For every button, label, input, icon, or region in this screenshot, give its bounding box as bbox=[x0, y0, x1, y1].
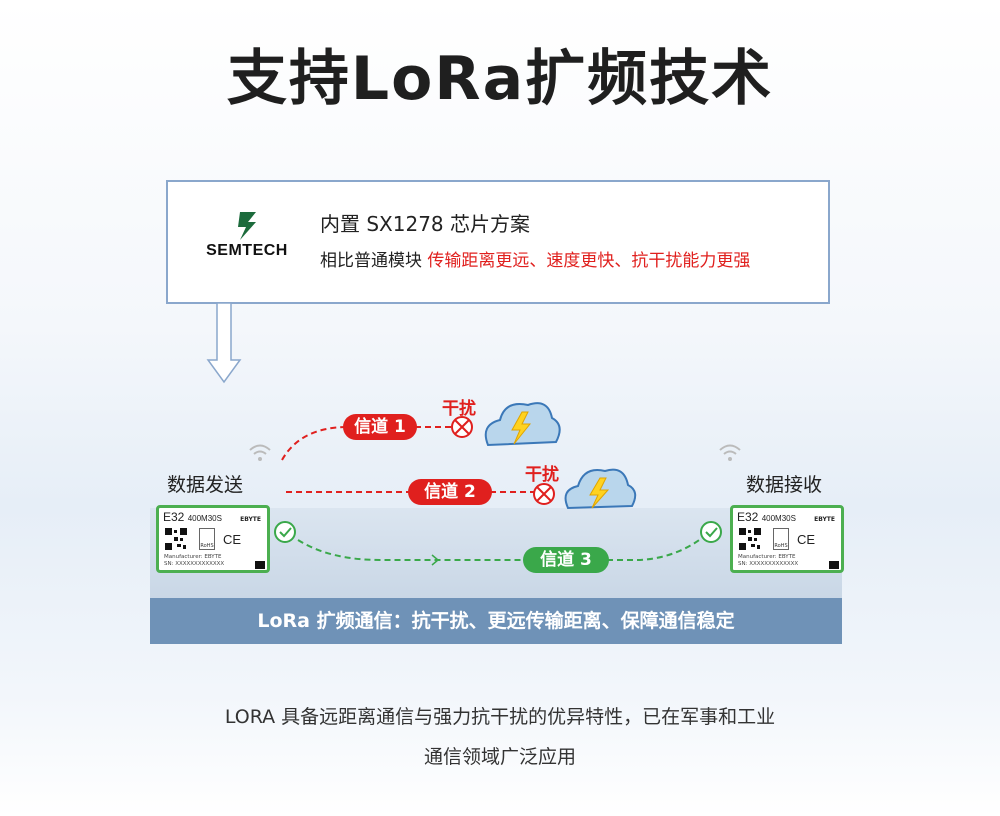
channel3-path bbox=[297, 539, 525, 561]
semtech-logo: SEMTECH bbox=[182, 210, 312, 270]
rohs-mark: RoHS bbox=[773, 528, 789, 550]
storm-cloud-icon-2 bbox=[564, 468, 637, 510]
antenna-pad bbox=[829, 561, 839, 569]
channel1-path bbox=[281, 426, 346, 461]
storm-cloud-icon-1 bbox=[484, 402, 561, 447]
module-model: E32 400M30S bbox=[737, 510, 796, 524]
interference-label-1: 干扰 bbox=[442, 399, 476, 419]
check-icon-right bbox=[700, 521, 722, 543]
sender-label: 数据发送 bbox=[167, 474, 244, 496]
lora-feature-band: LoRa 扩频通信：抗干扰、更远传输距离、保障通信稳定 bbox=[150, 598, 842, 644]
arrow-right-icon bbox=[431, 554, 440, 566]
module-manufacturer: Manufacturer: EBYTE bbox=[164, 554, 222, 560]
page-title: 支持LoRa扩频技术 bbox=[226, 44, 774, 114]
receiver-label: 数据接收 bbox=[746, 474, 823, 496]
footer-line1: LORA 具备远距离通信与强力抗干扰的优异特性，已在军事和工业 bbox=[224, 706, 776, 728]
module-brand: EBYTE bbox=[814, 516, 835, 523]
check-icon-left bbox=[274, 521, 296, 543]
blocked-icon-2 bbox=[533, 483, 555, 505]
down-arrow-icon bbox=[206, 302, 242, 384]
chip-info-box: SEMTECH 内置 SX1278 芯片方案 相比普通模块 传输距离更远、速度更… bbox=[166, 180, 830, 304]
module-sn: SN: XXXXXXXXXXXXX bbox=[738, 561, 799, 567]
chip-advantages: 相比普通模块 传输距离更远、速度更快、抗干扰能力更强 bbox=[320, 246, 750, 271]
interference-label-2: 干扰 bbox=[525, 465, 559, 485]
channel3-pill: 信道 3 bbox=[523, 547, 609, 573]
receiver-module: E32 400M30S EBYTE RoHS CE Manufacturer: … bbox=[730, 505, 844, 573]
ce-mark: CE bbox=[797, 532, 816, 547]
module-manufacturer: Manufacturer: EBYTE bbox=[738, 554, 796, 560]
channel3-path-tail bbox=[607, 537, 703, 561]
module-brand: EBYTE bbox=[240, 516, 261, 523]
antenna-pad bbox=[255, 561, 265, 569]
semtech-logo-icon bbox=[238, 212, 256, 240]
module-sn: SN: XXXXXXXXXXXXX bbox=[164, 561, 225, 567]
wifi-icon-left bbox=[249, 444, 271, 461]
qr-code-icon bbox=[165, 528, 187, 550]
advantages-highlight: 传输距离更远、速度更快、抗干扰能力更强 bbox=[427, 251, 751, 271]
blocked-icon-1 bbox=[451, 416, 473, 438]
channel1-pill: 信道 1 bbox=[343, 414, 417, 440]
advantages-prefix: 相比普通模块 bbox=[320, 251, 428, 271]
channel2-pill: 信道 2 bbox=[408, 479, 492, 505]
footer-line2: 通信领域广泛应用 bbox=[423, 746, 576, 768]
wifi-icon-right bbox=[719, 444, 741, 461]
rohs-mark: RoHS bbox=[199, 528, 215, 550]
module-model: E32 400M30S bbox=[163, 510, 222, 524]
ce-mark: CE bbox=[223, 532, 242, 547]
qr-code-icon bbox=[739, 528, 761, 550]
chip-title: 内置 SX1278 芯片方案 bbox=[320, 212, 531, 236]
semtech-logo-text: SEMTECH bbox=[206, 242, 288, 259]
sender-module: E32 400M30S EBYTE RoHS CE Manufacturer: … bbox=[156, 505, 270, 573]
